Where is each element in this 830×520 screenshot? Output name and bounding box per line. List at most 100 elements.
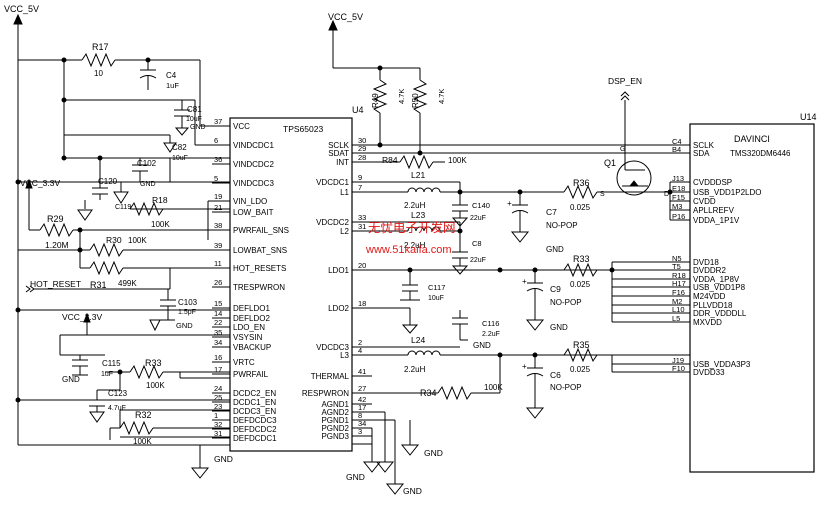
pin-number: 25	[214, 393, 222, 402]
pin-name: AGND1	[321, 400, 349, 409]
left-wires	[60, 60, 230, 240]
c82-value: 10uF	[172, 155, 188, 162]
c81-value: 10uF	[186, 116, 202, 123]
pin-number: 34	[358, 419, 366, 428]
r50: R50 4.7K	[411, 79, 446, 153]
pin-name: VINDCDC3	[233, 179, 274, 188]
r31-ref: R31	[90, 280, 107, 290]
vcc5-left-label: VCC_5V	[4, 4, 39, 14]
r17: R17 10	[81, 42, 230, 127]
pin-name: DVD18	[693, 258, 719, 267]
pin-name: M24VDD	[693, 292, 726, 301]
c123-value: 4.7uF	[108, 405, 126, 412]
pin-name: DEFDCDC3	[233, 416, 277, 425]
c117-ref: C117	[428, 283, 445, 292]
pin-number: 26	[214, 278, 222, 287]
pin-name: SCLK	[328, 141, 350, 150]
r17-ref: R17	[92, 42, 109, 52]
l24-value: 2.2uH	[404, 365, 426, 374]
pin-number: 18	[358, 299, 366, 308]
c116-ref: C116	[482, 319, 499, 328]
pin-number: H17	[672, 279, 686, 288]
pin-number: 17	[214, 365, 222, 374]
pin-number: 42	[358, 395, 366, 404]
dsp-en-label: DSP_EN	[608, 76, 642, 86]
gnd-label: GND	[546, 245, 564, 254]
c81: C81 10uF GND	[174, 100, 206, 136]
watermark-cn: 无忧电子开发网	[368, 220, 456, 235]
pin-name: SCLK	[693, 141, 715, 150]
pin-number: 14	[214, 309, 222, 318]
l23-value: 2.2uH	[404, 241, 426, 250]
pin-name: DEFLDO1	[233, 304, 270, 313]
r33-left-value: 100K	[146, 381, 165, 390]
pin-name: VCC	[233, 122, 250, 131]
r50-ref: R50	[411, 93, 420, 108]
pin-name: VDDA_1P1V	[693, 216, 740, 225]
pin-name: AGND2	[321, 408, 349, 417]
u4-ref: U4	[352, 105, 364, 115]
gnd-label: GND	[424, 448, 443, 458]
vcc5-top-label: VCC_5V	[328, 12, 363, 22]
hot-reset-label: HOT_RESET	[30, 279, 81, 289]
pin-name: PWRFAIL	[233, 370, 269, 379]
r36-value: 0.025	[570, 203, 591, 212]
c6-ref: C6	[550, 370, 561, 380]
vcc33-b-label: VCC_3.3V	[62, 312, 102, 322]
r33-left-ref: R33	[145, 358, 162, 368]
pin-number: 2	[358, 338, 362, 347]
r18: R18 100K	[129, 195, 170, 229]
pin-name: VDCDC2	[316, 218, 349, 227]
r29-ref: R29	[47, 214, 64, 224]
pin-name: SDAT	[328, 149, 349, 158]
c4-ref: C4	[166, 71, 177, 80]
pin-number: C4	[672, 137, 682, 146]
pin-name: APLLREFV	[693, 206, 735, 215]
q1-source: S	[600, 191, 605, 198]
c115: C115 1uF GND	[59, 335, 121, 384]
pin-name: PGND3	[321, 432, 349, 441]
pin-number: 20	[358, 261, 366, 270]
gnd-label: GND	[140, 181, 156, 188]
ldo2-net: C116 2.2uF GND	[352, 307, 500, 350]
pin-number: F16	[672, 288, 685, 297]
pin-number: J19	[672, 356, 684, 365]
pin-number: 24	[214, 384, 222, 393]
pin-number: 33	[358, 213, 366, 222]
c6: + C6 NO-POP	[522, 362, 582, 419]
pin-name: L2	[340, 227, 349, 236]
pin-number: 37	[214, 117, 222, 126]
pin-number: 31	[358, 222, 366, 231]
pin-number: 27	[358, 384, 366, 393]
l23: L23 2.2uH	[352, 210, 461, 252]
pin-number: 11	[214, 259, 222, 268]
c102-ref: C102	[137, 159, 157, 168]
l21-ref: L21	[411, 170, 425, 180]
pin-name: LDO1	[328, 266, 349, 275]
pin-name: DEFDCDC2	[233, 425, 277, 434]
pin-number: 23	[214, 402, 222, 411]
r35-ref: R35	[573, 340, 590, 350]
pin-number: P16	[672, 212, 685, 221]
pin-name: PWRFAIL_SNS	[233, 226, 289, 235]
pin-name: VDCDC1	[316, 178, 349, 187]
i2c-lines	[352, 144, 690, 163]
c8-value: 22uF	[470, 257, 486, 264]
gnd-label: GND	[214, 454, 233, 464]
